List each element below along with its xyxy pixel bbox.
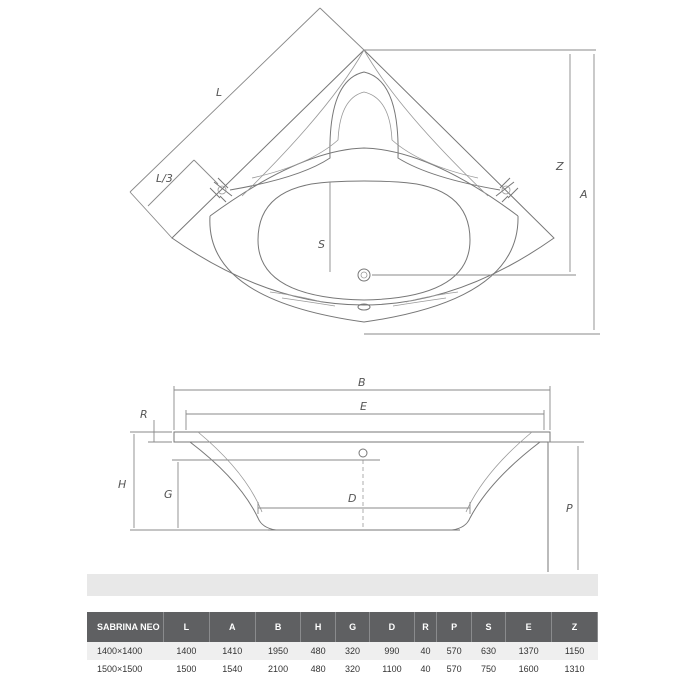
table-cell: 1400×1400 bbox=[87, 642, 164, 660]
seat-contour-inner bbox=[251, 91, 479, 179]
table-header: B bbox=[255, 612, 302, 642]
dimension-l: L bbox=[129, 7, 365, 239]
tub-outer-outline bbox=[171, 49, 555, 306]
tub-body bbox=[189, 441, 541, 531]
table-header: Z bbox=[551, 612, 598, 642]
label-l3: L/3 bbox=[156, 172, 173, 185]
dimension-l3: L/3 bbox=[147, 159, 219, 207]
table-header: H bbox=[300, 612, 336, 642]
table-cell: 1370 bbox=[505, 642, 552, 660]
dimension-e: E bbox=[185, 400, 545, 430]
table-header: G bbox=[335, 612, 371, 642]
tub-rim-line bbox=[209, 215, 519, 323]
armrest-groove-left bbox=[269, 291, 336, 307]
dimension-p: P bbox=[548, 441, 584, 570]
table-cell: 1410 bbox=[209, 642, 256, 660]
table-header: L bbox=[163, 612, 210, 642]
table-header-row: SABRINA NEO L A B H G D R P S E Z bbox=[87, 612, 598, 642]
table-header: E bbox=[505, 612, 553, 642]
dimension-g: G bbox=[164, 459, 380, 528]
floor-band bbox=[87, 574, 598, 596]
tub-rim bbox=[173, 431, 551, 443]
table-header: A bbox=[209, 612, 256, 642]
table-header: SABRINA NEO bbox=[87, 612, 164, 642]
label-l: L bbox=[216, 86, 222, 99]
drain-icon bbox=[357, 268, 371, 282]
label-h: H bbox=[118, 478, 126, 491]
faucet-left-icon bbox=[209, 177, 233, 203]
label-e: E bbox=[360, 400, 367, 413]
faucet-right-icon bbox=[495, 177, 519, 203]
table-cell: 480 bbox=[300, 660, 336, 678]
label-g: G bbox=[164, 488, 173, 501]
dimensions-table: SABRINA NEO L A B H G D R P S E Z 1400×1… bbox=[87, 612, 598, 678]
table-cell: 40 bbox=[414, 660, 437, 678]
table-header: R bbox=[414, 612, 438, 642]
table-cell: 630 bbox=[471, 642, 506, 660]
table-cell: 320 bbox=[335, 642, 370, 660]
dimension-h: H bbox=[118, 431, 268, 531]
dimension-z: Z bbox=[364, 49, 596, 276]
overflow-icon bbox=[357, 303, 371, 311]
label-a: A bbox=[579, 188, 588, 201]
dimension-b: B bbox=[173, 376, 551, 430]
dimension-a: A bbox=[364, 54, 600, 335]
table-cell: 1500×1500 bbox=[87, 660, 164, 678]
bathtub-technical-drawing: L L/3 Z A S bbox=[118, 7, 600, 572]
overflow-side-icon bbox=[358, 448, 368, 458]
table-cell: 1600 bbox=[505, 660, 552, 678]
table-row: 1400×1400 1400 1410 1950 480 320 990 40 … bbox=[87, 642, 598, 660]
label-s: S bbox=[318, 238, 325, 251]
table-cell: 570 bbox=[436, 660, 472, 678]
label-z: Z bbox=[555, 160, 564, 173]
rim-curve-right bbox=[363, 49, 489, 197]
table-cell: 1100 bbox=[369, 660, 415, 678]
rim-curve-left bbox=[241, 49, 365, 197]
table-header: P bbox=[436, 612, 472, 642]
table-cell: 570 bbox=[436, 642, 472, 660]
table-cell: 1310 bbox=[551, 660, 598, 678]
table-cell: 990 bbox=[369, 642, 415, 660]
table-cell: 480 bbox=[300, 642, 336, 660]
side-view: B E R H G bbox=[118, 376, 584, 572]
table-header: S bbox=[471, 612, 507, 642]
armrest-groove-right bbox=[392, 291, 459, 307]
table-cell: 750 bbox=[471, 660, 506, 678]
table-cell: 1950 bbox=[255, 642, 301, 660]
table-row: 1500×1500 1500 1540 2100 480 320 1100 40… bbox=[87, 660, 598, 678]
table-cell: 2100 bbox=[255, 660, 301, 678]
dimension-d: D bbox=[257, 492, 471, 514]
table-cell: 1150 bbox=[551, 642, 598, 660]
basin-outline bbox=[257, 180, 471, 301]
backrest-curve bbox=[209, 147, 519, 217]
label-r: R bbox=[140, 408, 148, 421]
table-cell: 320 bbox=[335, 660, 370, 678]
table-cell: 1540 bbox=[209, 660, 256, 678]
table-header: D bbox=[369, 612, 415, 642]
seat-contour bbox=[229, 71, 501, 191]
label-p: P bbox=[566, 502, 573, 515]
table-cell: 1400 bbox=[163, 642, 210, 660]
side-panel bbox=[540, 441, 549, 572]
label-d: D bbox=[348, 492, 356, 505]
top-view: L L/3 Z A S bbox=[129, 7, 600, 335]
table-cell: 1500 bbox=[163, 660, 210, 678]
label-b: B bbox=[358, 376, 366, 389]
table-cell: 40 bbox=[414, 642, 437, 660]
dimension-r: R bbox=[140, 408, 172, 443]
dimension-s: S bbox=[318, 182, 331, 272]
